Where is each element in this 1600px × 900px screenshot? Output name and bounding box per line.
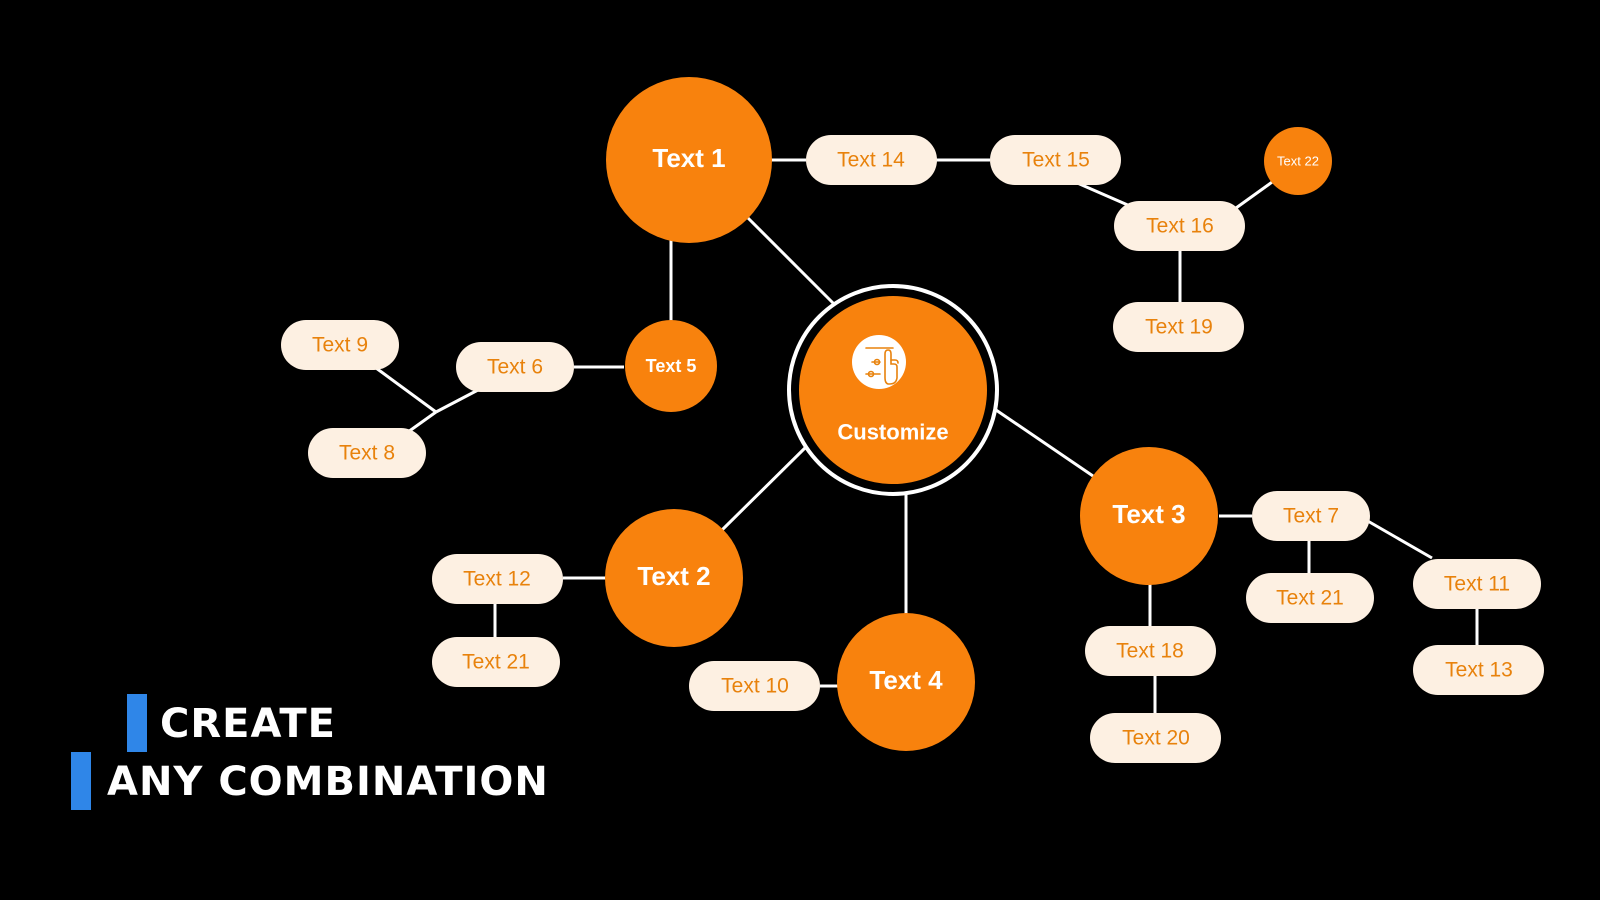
connector-text8-junction — [407, 410, 437, 434]
node-text3[interactable]: Text 3 — [1080, 447, 1218, 585]
pill-text8[interactable]: Text 8 — [308, 428, 426, 478]
node-text4-circle — [837, 613, 975, 751]
pill-text21-left[interactable]: Text 21 — [432, 637, 560, 687]
node-text4[interactable]: Text 4 — [837, 613, 975, 751]
pill-text6-label: Text 6 — [487, 356, 543, 379]
pill-text13[interactable]: Text 13 — [1413, 645, 1544, 695]
pill-text20[interactable]: Text 20 — [1090, 713, 1221, 763]
node-text4-label: Text 4 — [869, 665, 943, 695]
pill-text16[interactable]: Text 16 — [1114, 201, 1245, 251]
pill-text18[interactable]: Text 18 — [1085, 626, 1216, 676]
node-text22-circle — [1264, 127, 1332, 195]
pill-text9-bg — [281, 320, 399, 370]
pill-text8-bg — [308, 428, 426, 478]
connector-center-text2 — [720, 443, 810, 532]
pill-text21-right-label: Text 21 — [1276, 587, 1344, 610]
node-text5-label: Text 5 — [646, 356, 697, 376]
connector-text16-text22 — [1235, 178, 1276, 210]
connector-text15-text16 — [1074, 180, 1131, 208]
node-text2-label: Text 2 — [637, 561, 710, 591]
node-text22[interactable]: Text 22 — [1264, 127, 1332, 195]
pill-text10-bg — [689, 661, 820, 711]
pill-text16-label: Text 16 — [1146, 215, 1214, 238]
pill-text9[interactable]: Text 9 — [281, 320, 399, 370]
pill-text20-bg — [1090, 713, 1221, 763]
pill-text21-right-bg — [1246, 573, 1374, 623]
pill-text7[interactable]: Text 7 — [1252, 491, 1370, 541]
center-node-label: Customize — [837, 420, 948, 445]
pill-text11-label: Text 11 — [1444, 573, 1510, 596]
node-text3-circle — [1080, 447, 1218, 585]
pill-text14[interactable]: Text 14 — [806, 135, 937, 185]
connector-text1-center — [746, 216, 837, 307]
center-node-circle — [799, 296, 987, 484]
pill-text19-label: Text 19 — [1145, 316, 1213, 339]
pill-text18-bg — [1085, 626, 1216, 676]
pill-text9-label: Text 9 — [312, 334, 368, 357]
node-text1-circle — [606, 77, 772, 243]
pill-text16-bg — [1114, 201, 1245, 251]
pill-text19[interactable]: Text 19 — [1113, 302, 1244, 352]
pill-text10-label: Text 10 — [721, 675, 789, 698]
node-text2[interactable]: Text 2 — [605, 509, 743, 647]
pill-text15[interactable]: Text 15 — [990, 135, 1121, 185]
node-text1[interactable]: Text 1 — [606, 77, 772, 243]
pill-text13-label: Text 13 — [1445, 659, 1513, 682]
pill-text14-bg — [806, 135, 937, 185]
pill-text7-label: Text 7 — [1283, 505, 1339, 528]
node-text1-label: Text 1 — [652, 143, 725, 173]
pill-text14-label: Text 14 — [837, 149, 905, 172]
node-text5[interactable]: Text 5 — [625, 320, 717, 412]
pill-text7-bg — [1252, 491, 1370, 541]
center-node[interactable]: Customize — [787, 284, 999, 496]
pill-text11[interactable]: Text 11 — [1413, 559, 1541, 609]
pill-text6[interactable]: Text 6 — [456, 342, 574, 392]
connector-center-text3 — [995, 408, 1094, 478]
pill-text12[interactable]: Text 12 — [432, 554, 563, 604]
pill-text21-left-label: Text 21 — [462, 651, 530, 674]
pill-text15-bg — [990, 135, 1121, 185]
pill-text18-label: Text 18 — [1116, 640, 1184, 663]
node-text3-label: Text 3 — [1112, 499, 1185, 529]
pill-text21-right[interactable]: Text 21 — [1246, 573, 1374, 623]
pill-text20-label: Text 20 — [1122, 727, 1190, 750]
node-text22-label: Text 22 — [1277, 154, 1319, 169]
pill-text15-label: Text 15 — [1022, 149, 1090, 172]
connector-text9-junction — [375, 366, 437, 414]
pill-text19-bg — [1113, 302, 1244, 352]
connector-text7-text11 — [1365, 518, 1433, 560]
pill-text8-label: Text 8 — [339, 442, 395, 465]
node-text5-circle — [625, 320, 717, 412]
connectors — [375, 158, 1479, 715]
pill-text11-bg — [1413, 559, 1541, 609]
pill-text12-bg — [432, 554, 563, 604]
connector-text6-junction — [435, 388, 479, 414]
pill-text6-bg — [456, 342, 574, 392]
pill-text13-bg — [1413, 645, 1544, 695]
node-text2-circle — [605, 509, 743, 647]
pill-text21-left-bg — [432, 637, 560, 687]
pill-text10[interactable]: Text 10 — [689, 661, 820, 711]
hand-touch-sliders-icon — [865, 347, 899, 385]
pill-text12-label: Text 12 — [463, 568, 531, 591]
